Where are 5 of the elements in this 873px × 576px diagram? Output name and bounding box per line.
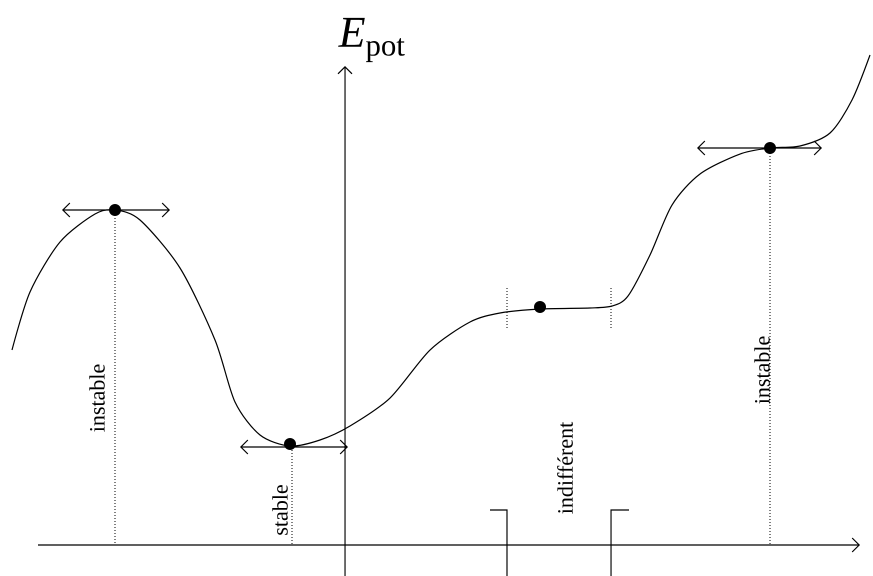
axis-label: E$_{pot}$ xyxy=(338,18,405,62)
state-label: instable xyxy=(754,336,770,404)
state-label: stable xyxy=(272,485,288,535)
state-label: instable xyxy=(89,364,105,432)
state-label: indifférent xyxy=(557,422,573,514)
